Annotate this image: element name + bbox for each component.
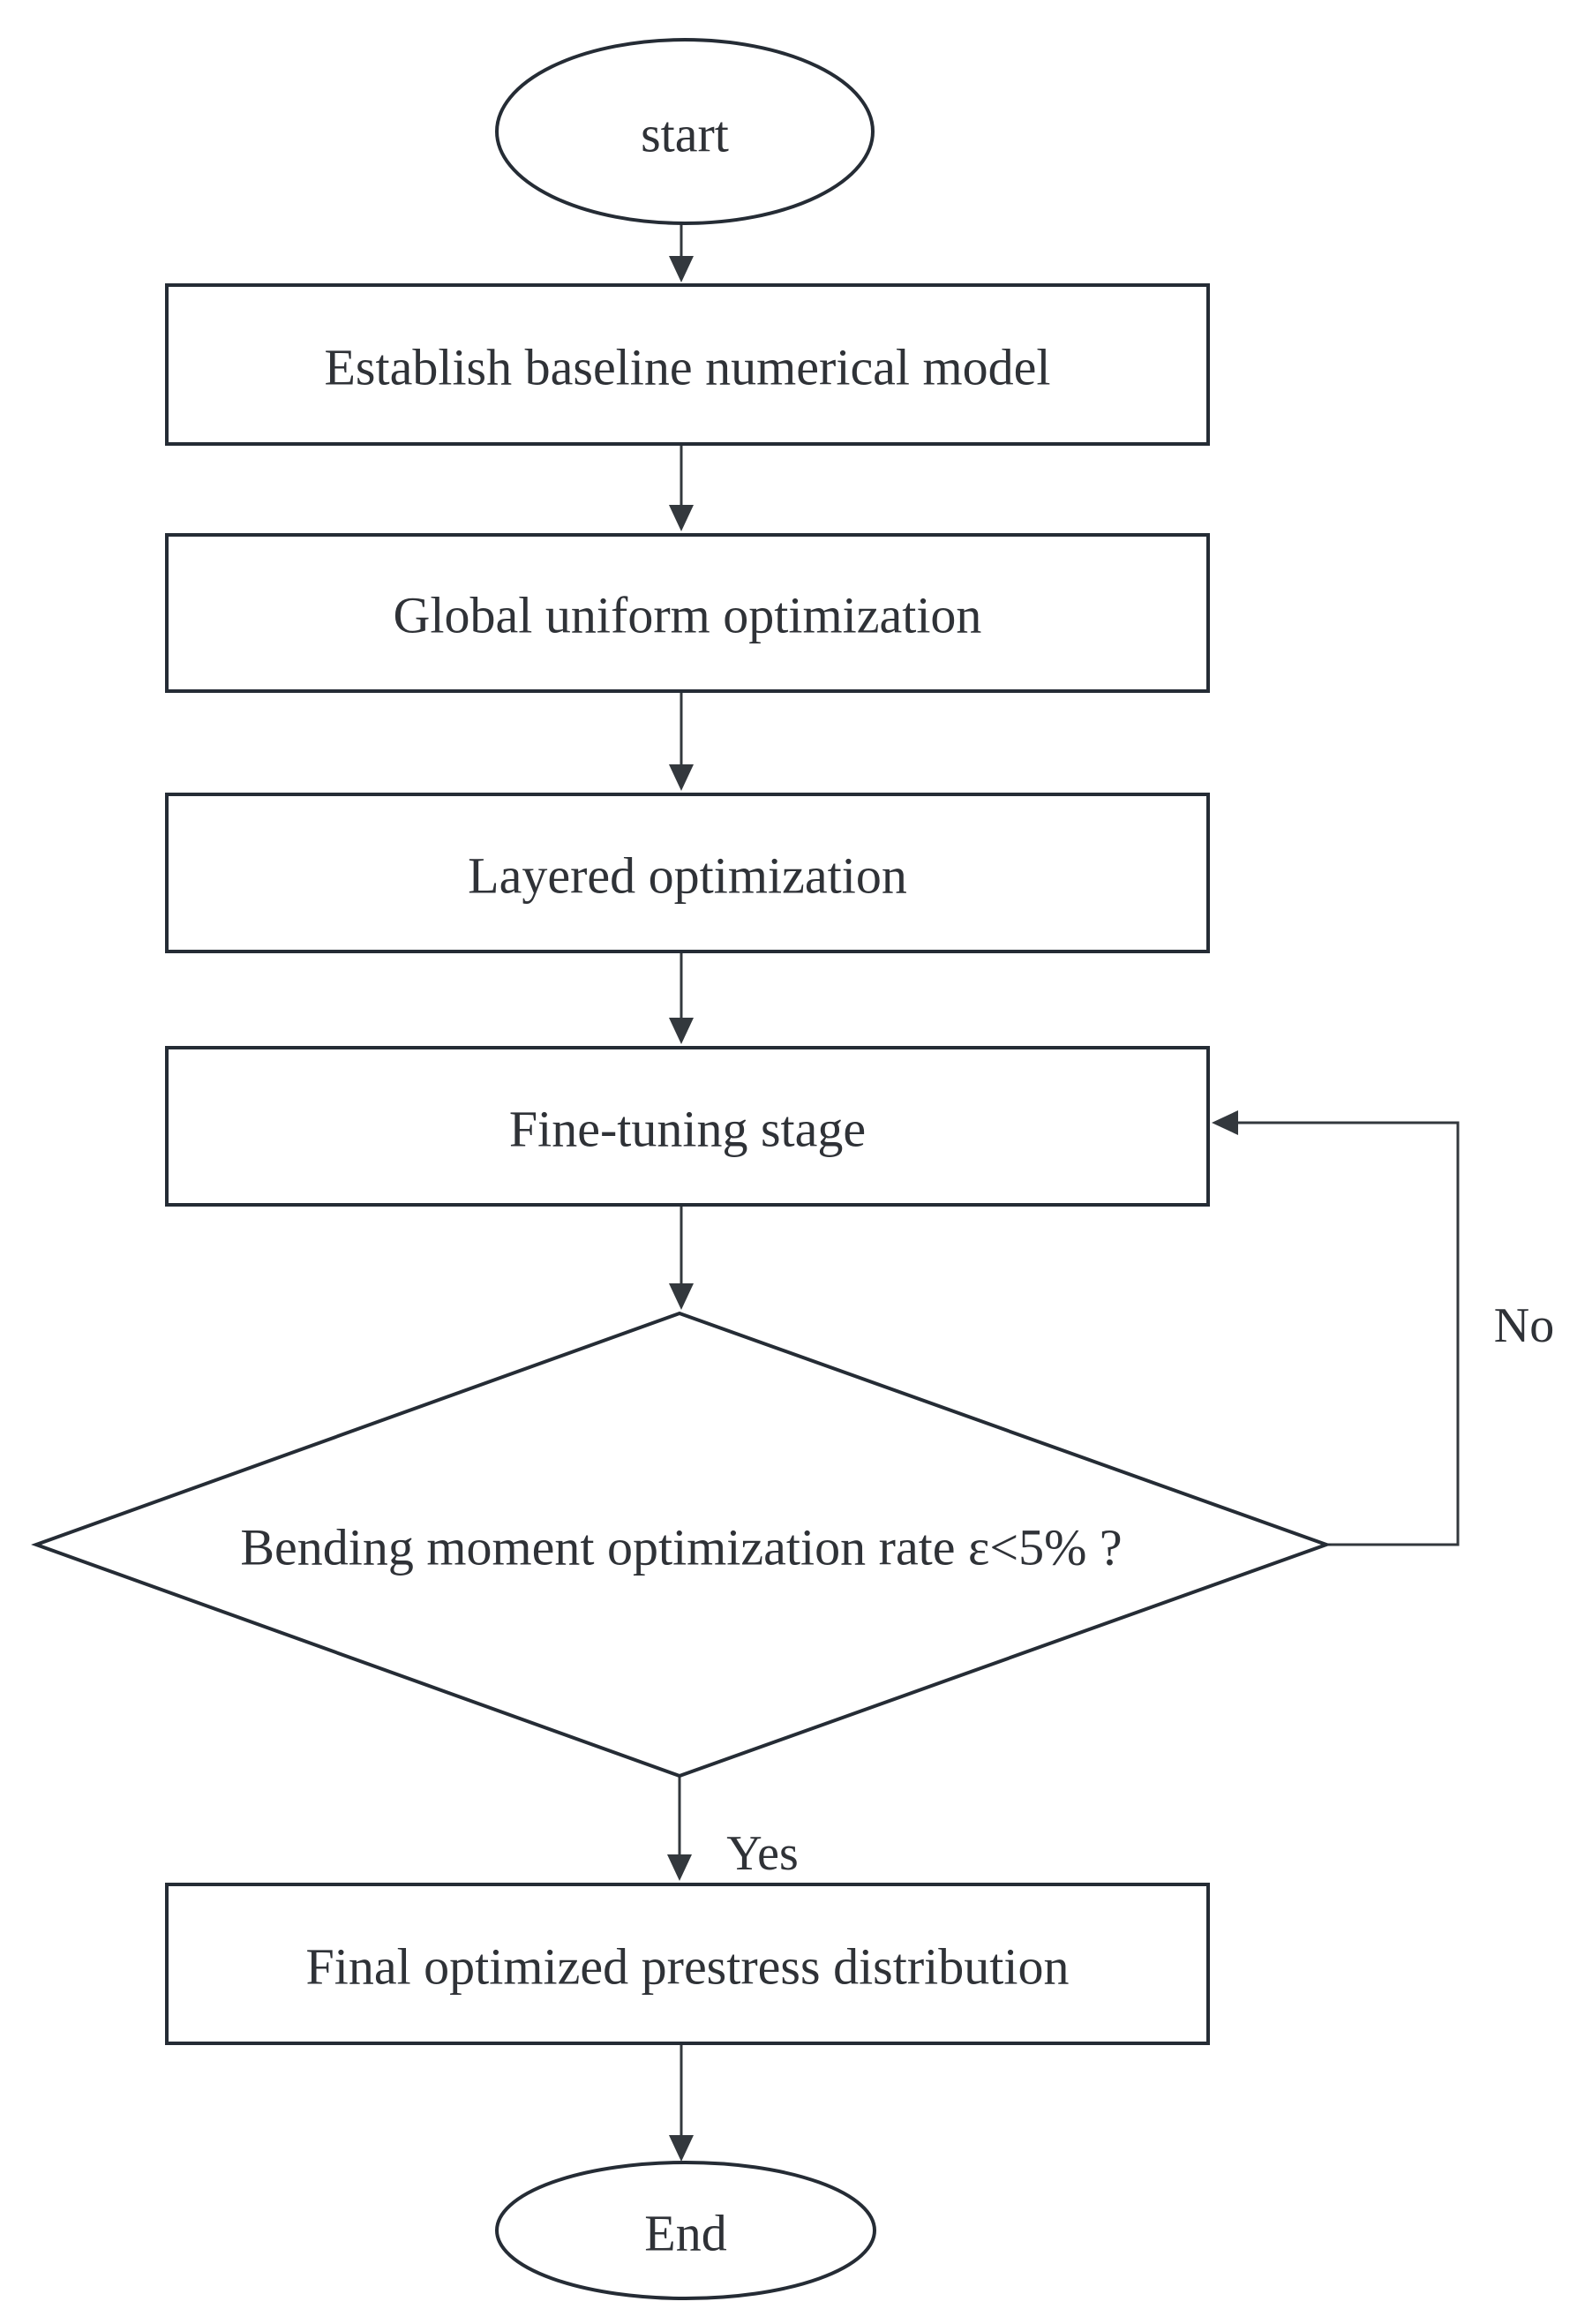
node-global-uniform-optimization: Global uniform optimization [165, 533, 1210, 693]
node-fine-tuning-stage: Fine-tuning stage [165, 1046, 1210, 1207]
node-label: Final optimized prestress distribution [305, 1938, 1069, 1996]
arrowhead-down-icon [669, 1283, 694, 1310]
end-terminator-shape [495, 2161, 876, 2300]
node-label: Establish baseline numerical model [324, 339, 1050, 396]
process-box [165, 1046, 1210, 1207]
edge-label-yes: Yes [726, 1826, 798, 1881]
process-box [165, 793, 1210, 953]
arrowhead-down-icon [669, 2135, 694, 2162]
process-box [165, 533, 1210, 693]
node-establish-baseline-model: Establish baseline numerical model [165, 283, 1210, 446]
node-start: start [495, 38, 875, 225]
node-decision-bending-moment: Bending moment optimization rate ε<5% ? [31, 1311, 1332, 1779]
edge-establish-global [669, 444, 694, 531]
node-label: start [641, 106, 729, 163]
arrowhead-down-icon [667, 1854, 692, 1881]
node-label: Layered optimization [468, 847, 907, 905]
node-end: End [495, 2161, 876, 2300]
edge-layered-finetuning [669, 951, 694, 1044]
edge-decision-final-yes: Yes [667, 1776, 799, 1881]
arrowhead-down-icon [669, 505, 694, 531]
node-label: Global uniform optimization [394, 587, 982, 644]
edge-start-establish [669, 223, 694, 282]
edge-final-end [669, 2043, 694, 2162]
arrowhead-down-icon [669, 1018, 694, 1044]
process-box [165, 1883, 1210, 2045]
arrowhead-down-icon [669, 256, 694, 282]
node-label: Bending moment optimization rate ε<5% ? [240, 1519, 1122, 1576]
node-label: Fine-tuning stage [509, 1101, 866, 1158]
edge-global-layered [669, 690, 694, 791]
arrowhead-left-icon [1212, 1110, 1238, 1135]
edge-label-no: No [1494, 1298, 1554, 1353]
arrowhead-down-icon [669, 764, 694, 791]
node-final-prestress-distribution: Final optimized prestress distribution [165, 1883, 1210, 2045]
loop-connector-line [1236, 1121, 1460, 1546]
process-box [165, 283, 1210, 446]
start-terminator-shape [495, 38, 875, 225]
node-label: End [644, 2205, 726, 2262]
node-layered-optimization: Layered optimization [165, 793, 1210, 953]
edge-decision-finetuning-no: No [1212, 1110, 1554, 1546]
decision-diamond [31, 1311, 1332, 1779]
edge-finetuning-decision [669, 1205, 694, 1310]
